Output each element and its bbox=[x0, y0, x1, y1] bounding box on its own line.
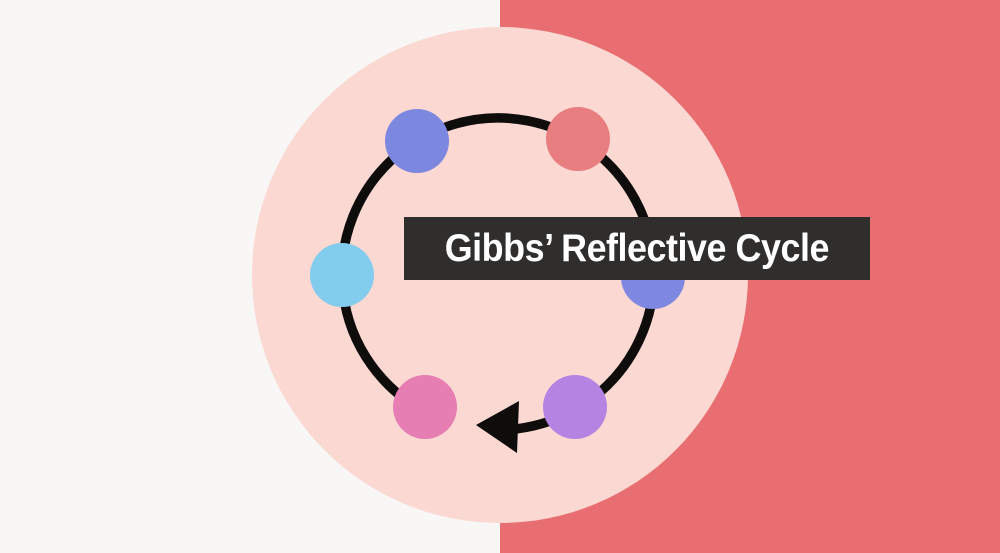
cycle-arrowhead-icon bbox=[476, 401, 519, 453]
cycle-node-left bbox=[310, 243, 374, 307]
cycle-node-bottom-left bbox=[393, 375, 457, 439]
cycle-node-top-left bbox=[385, 109, 449, 173]
cycle-node-bottom-right bbox=[543, 375, 607, 439]
page-title: Gibbs’ Reflective Cycle bbox=[444, 226, 830, 270]
cycle-node-top-right bbox=[546, 107, 610, 171]
title-banner: Gibbs’ Reflective Cycle bbox=[404, 217, 870, 280]
